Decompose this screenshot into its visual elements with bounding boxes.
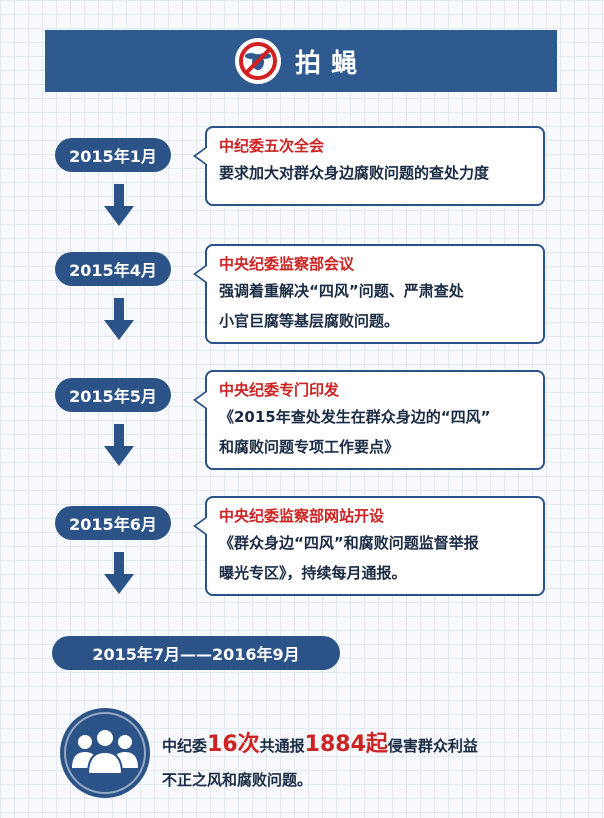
summary-line-1: 中纪委16次共通报1884起侵害群众利益 [162,732,478,757]
event-heading: 中央纪委监察部网站开设 [219,507,385,525]
count-cases: 1884起 [304,732,388,757]
date-pill: 2015年4月 [55,252,171,286]
page-title: 拍蝇 [294,48,367,79]
header-banner: 拍蝇 [45,30,557,92]
event-line: 强调着重解决“四风”问题、严肃查处 [219,282,464,300]
event-card: 中央纪委监察部会议 强调着重解决“四风”问题、严肃查处 小官巨腐等基层腐败问题。 [193,244,545,344]
event-line: 小官巨腐等基层腐败问题。 [219,312,400,330]
event-card: 中纪委五次全会 要求加大对群众身边腐败问题的查处力度 [193,126,545,206]
date-pill: 2015年5月 [55,378,171,412]
down-arrow-icon [104,184,134,226]
event-card: 中央纪委监察部网站开设 《群众身边“四风”和腐败问题监督举报 曝光专区》，持续每… [193,496,545,596]
event-line: 《2015年查处发生在群众身边的“四风” [219,408,491,426]
event-heading: 中纪委五次全会 [219,137,325,155]
count-times: 16次 [207,732,260,757]
summary-text: 中纪委16次共通报1884起侵害群众利益 不正之风和腐败问题。 [162,728,582,797]
event-line: 曝光专区》，持续每月通报。 [219,564,407,582]
down-arrow-icon [104,552,134,594]
people-group-icon [60,708,150,798]
event-line: 和腐败问题专项工作要点》 [219,438,400,456]
date-pill: 2015年6月 [55,506,171,540]
summary-line-2: 不正之风和腐败问题。 [162,771,313,789]
no-fly-icon [234,38,281,84]
date-range-pill: 2015年7月——2016年9月 [52,636,340,670]
down-arrow-icon [104,424,134,466]
event-card: 中央纪委专门印发 《2015年查处发生在群众身边的“四风” 和腐败问题专项工作要… [193,370,545,470]
event-heading: 中央纪委专门印发 [219,381,340,399]
date-pill: 2015年1月 [55,138,171,172]
event-heading: 中央纪委监察部会议 [219,255,355,273]
down-arrow-icon [104,298,134,340]
event-line: 《群众身边“四风”和腐败问题监督举报 [219,534,479,552]
event-line: 要求加大对群众身边腐败问题的查处力度 [219,164,490,182]
